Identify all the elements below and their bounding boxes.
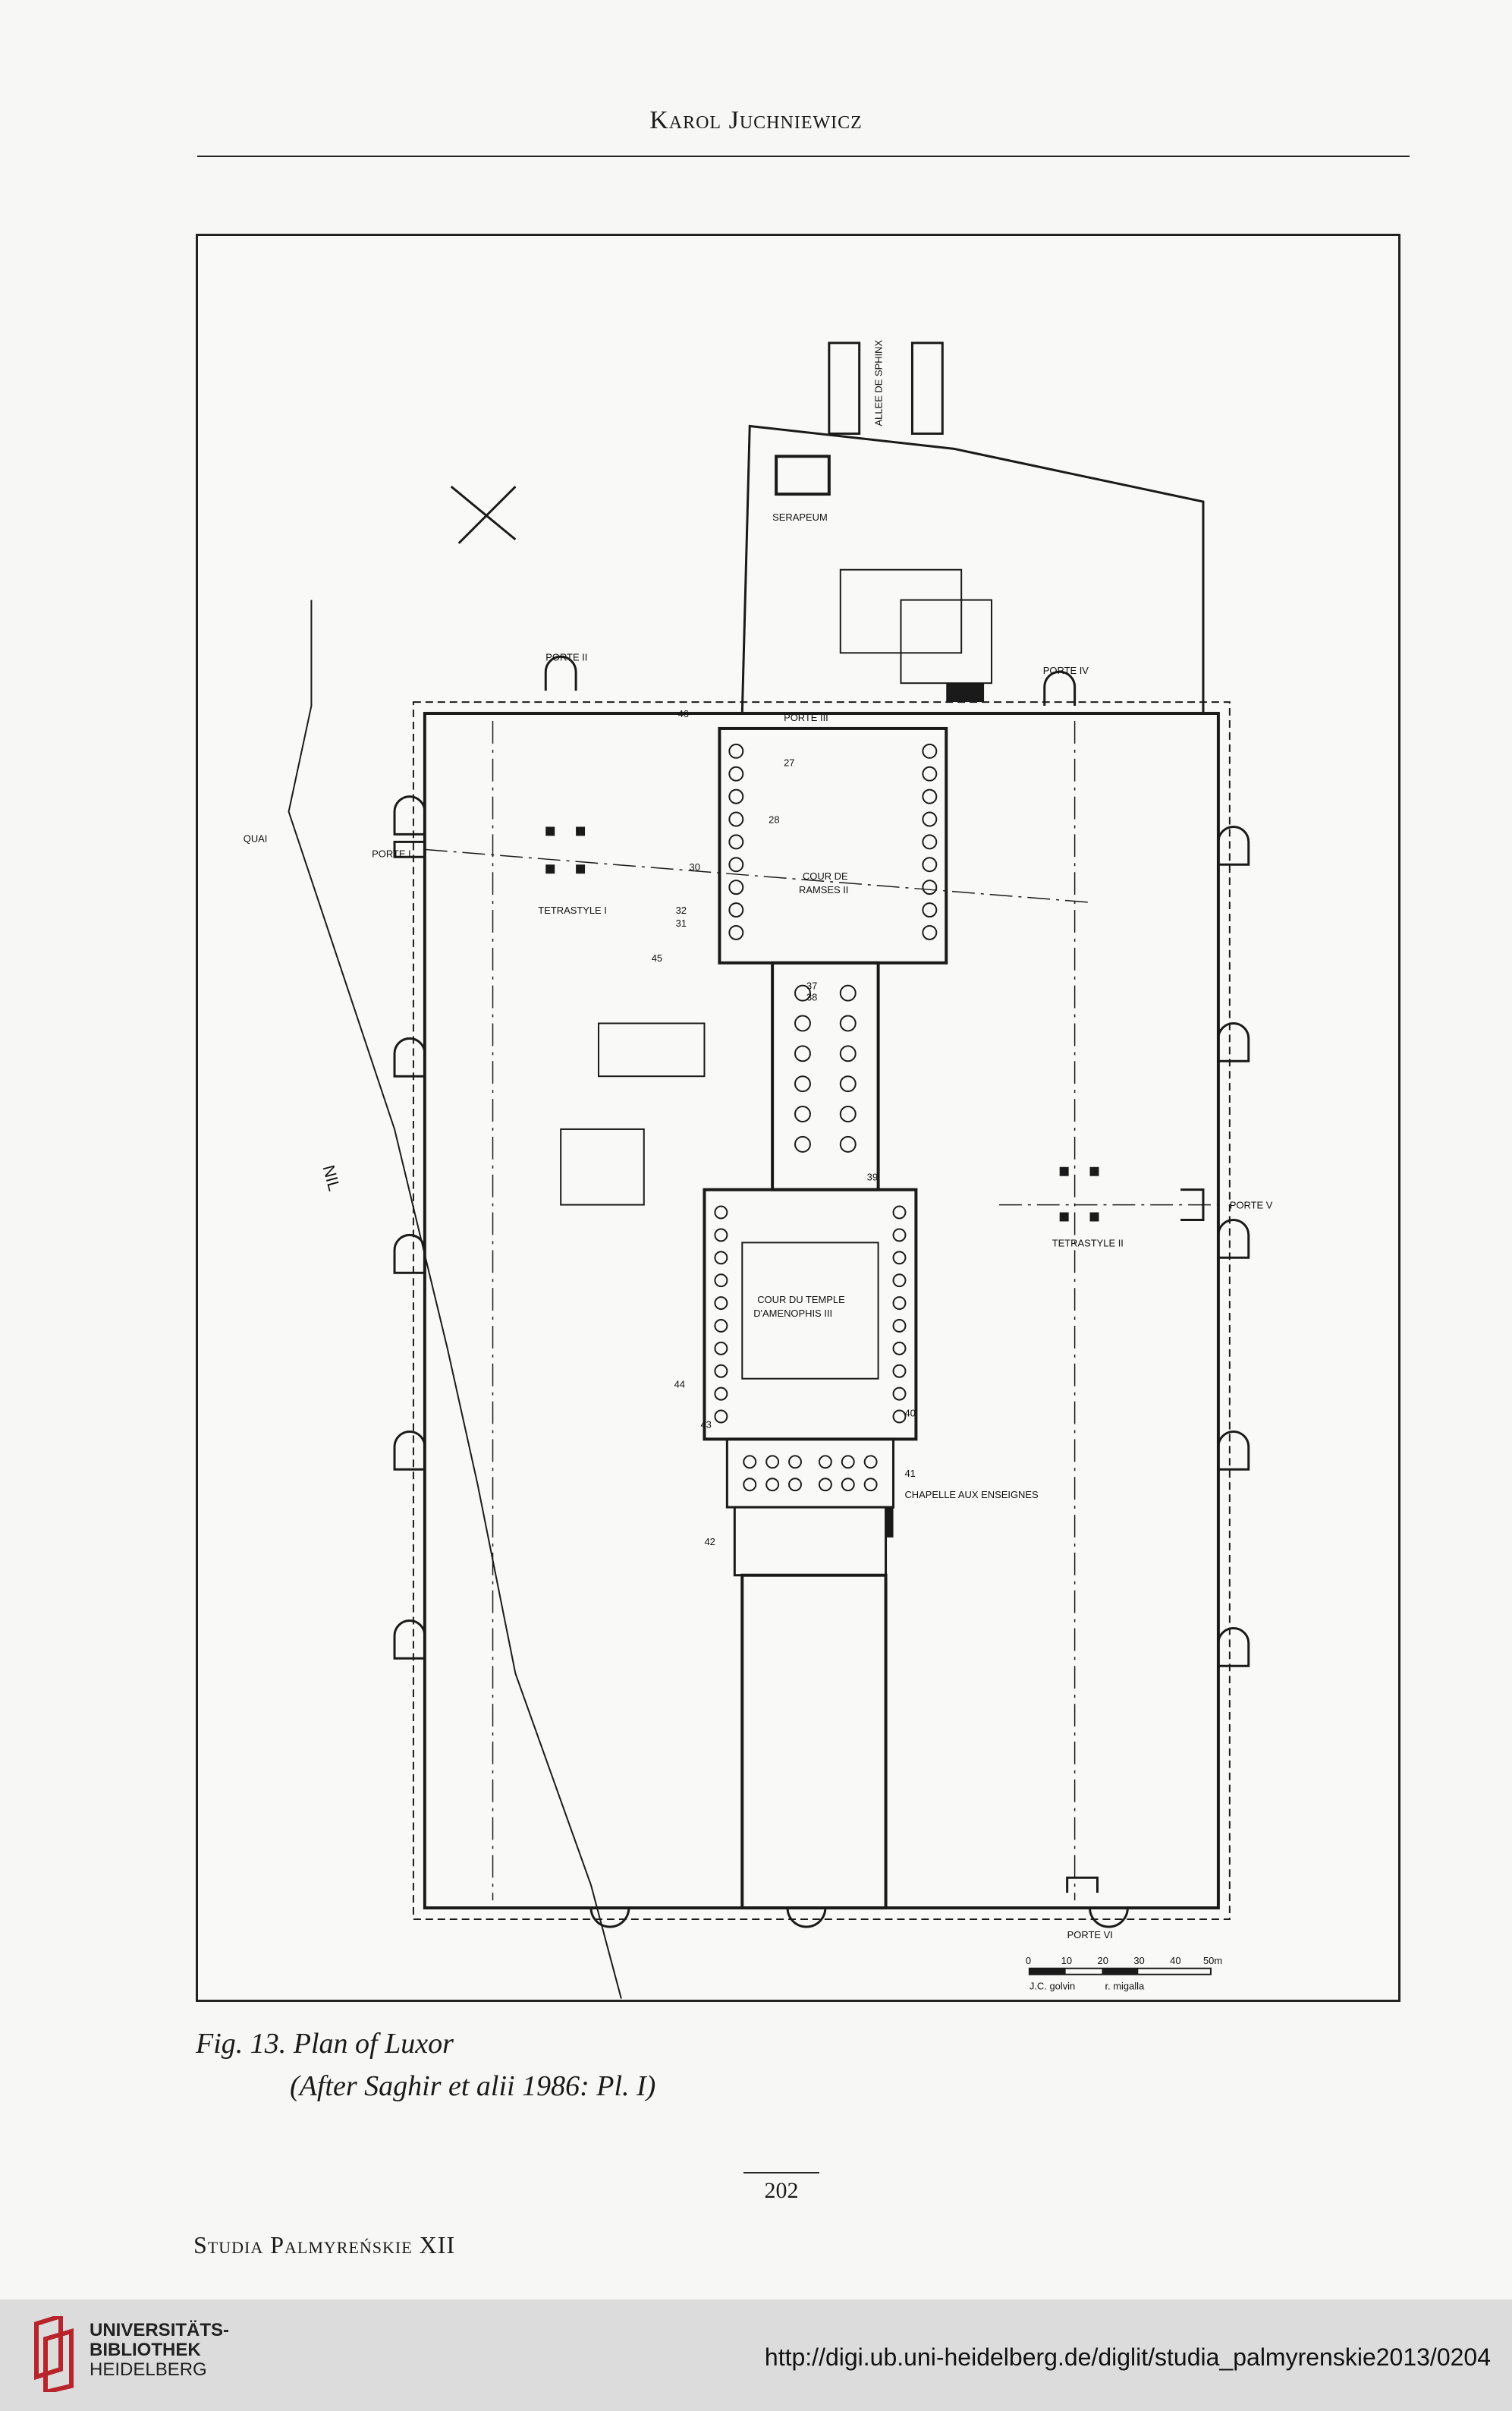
sphinx-avenue-west bbox=[828, 342, 861, 435]
label-tetrastyle-i: TETRASTYLE I bbox=[538, 905, 607, 916]
svg-text:31: 31 bbox=[676, 918, 687, 929]
running-head: Karol Juchniewicz bbox=[649, 106, 863, 134]
label-cour-de-ramses: COUR DE bbox=[803, 870, 848, 882]
label-porte-ii: PORTE II bbox=[545, 651, 587, 663]
nile-bank-line bbox=[288, 600, 622, 1999]
north-arrow-line-a bbox=[450, 486, 517, 541]
label-porte-i: PORTE I bbox=[372, 848, 411, 859]
svg-text:39: 39 bbox=[867, 1172, 878, 1183]
svg-text:r. migalla: r. migalla bbox=[1105, 1981, 1145, 1992]
label-cour-amenophis: COUR DU TEMPLE bbox=[757, 1294, 845, 1305]
porte-i-gate bbox=[393, 840, 425, 858]
label-quai: QUAI bbox=[244, 833, 268, 844]
svg-text:27: 27 bbox=[784, 757, 794, 769]
svg-text:0: 0 bbox=[1026, 1955, 1031, 1966]
label-amenophis-iii: D'AMENOPHIS III bbox=[753, 1308, 832, 1319]
svg-text:30: 30 bbox=[1133, 1955, 1144, 1966]
porte-vi-gate bbox=[1066, 1876, 1099, 1893]
northern-annex-wall bbox=[740, 424, 1205, 714]
svg-text:50m: 50m bbox=[1203, 1955, 1222, 1966]
label-chapelle-aux-enseignes: CHAPELLE AUX ENSEIGNES bbox=[904, 1489, 1039, 1500]
label-porte-iii: PORTE III bbox=[784, 712, 828, 723]
svg-text:40: 40 bbox=[904, 1408, 915, 1419]
plan-authors: J.C. golvin r. migalla bbox=[1029, 1981, 1145, 1992]
chapel-west bbox=[560, 1128, 645, 1206]
document-page: Karol Juchniewicz bbox=[193, 106, 1410, 2258]
library-name-line-1: UNIVERSITÄTS- bbox=[90, 2320, 230, 2340]
church-west bbox=[598, 1022, 706, 1078]
label-allee-de-sphinx: ALLEE DE SPHINX bbox=[873, 339, 885, 426]
figure-caption: Fig. 13. Plan of Luxor (After Saghir et … bbox=[196, 2022, 655, 2107]
label-porte-v: PORTE V bbox=[1230, 1200, 1273, 1211]
processional-colonnade bbox=[771, 961, 880, 1191]
amenophis-court-inner bbox=[741, 1242, 879, 1380]
svg-text:20: 20 bbox=[1098, 1955, 1108, 1966]
svg-text:41: 41 bbox=[904, 1468, 915, 1479]
figure-plan-of-luxor: ALLEE DE SPHINX SERAPEUM PORTE II PORTE … bbox=[196, 234, 1400, 2002]
sphinx-avenue-east bbox=[910, 342, 944, 435]
header-rule bbox=[197, 156, 1410, 157]
caption-source: (After Saghir et alii 1986: Pl. I) bbox=[290, 2070, 656, 2102]
journal-footer: Studia Palmyreńskie XII bbox=[193, 2231, 456, 2258]
svg-text:J.C. golvin: J.C. golvin bbox=[1029, 1981, 1075, 1992]
luxor-plan-drawing: ALLEE DE SPHINX SERAPEUM PORTE II PORTE … bbox=[244, 339, 1273, 1999]
svg-text:42: 42 bbox=[704, 1536, 715, 1547]
label-tetrastyle-ii: TETRASTYLE II bbox=[1052, 1237, 1124, 1248]
label-serapeum: SERAPEUM bbox=[772, 511, 828, 523]
visible-roman-remains-block bbox=[946, 683, 985, 703]
hypostyle-hall bbox=[725, 1437, 895, 1509]
svg-text:46: 46 bbox=[678, 708, 689, 719]
library-name-line-2: BIBLIOTHEK bbox=[90, 2340, 201, 2360]
svg-text:45: 45 bbox=[652, 952, 662, 964]
north-arrow-line-b bbox=[457, 486, 517, 544]
court-of-ramses-ii bbox=[718, 726, 948, 965]
svg-text:10: 10 bbox=[1061, 1955, 1072, 1966]
label-porte-iv: PORTE IV bbox=[1043, 665, 1089, 676]
svg-text:32: 32 bbox=[676, 905, 687, 916]
serapeum-building bbox=[775, 455, 831, 496]
chapel-of-the-standards bbox=[733, 1506, 888, 1577]
scale-bar: 0 10 20 30 40 50m bbox=[1026, 1955, 1222, 1975]
sanctuary-complex bbox=[740, 1573, 888, 1910]
source-url-link[interactable]: http://digi.ub.uni-heidelberg.de/diglit/… bbox=[764, 2343, 1491, 2371]
svg-text:40: 40 bbox=[1170, 1955, 1180, 1966]
porte-iv-towers bbox=[1043, 670, 1077, 707]
university-library-logo-icon[interactable] bbox=[30, 2316, 77, 2392]
library-bar bbox=[0, 2299, 1512, 2411]
label-nil: NIL bbox=[319, 1163, 344, 1193]
porte-i-axis bbox=[424, 848, 1090, 903]
page-number: 202 bbox=[764, 2178, 799, 2203]
svg-text:30: 30 bbox=[690, 861, 700, 873]
library-name-line-3: HEIDELBERG bbox=[90, 2359, 207, 2380]
label-ramses-ii: RAMSES II bbox=[799, 884, 848, 895]
caption-title: Fig. 13. Plan of Luxor bbox=[196, 2028, 454, 2060]
structure-numbers: 46 30 32 31 45 39 44 43 40 41 42 27 28 3… bbox=[652, 708, 916, 1547]
porte-v-gate bbox=[1180, 1188, 1205, 1221]
porte-ii-towers bbox=[544, 655, 577, 691]
page-number-rule bbox=[743, 2172, 819, 2173]
northern-basilica bbox=[900, 599, 993, 685]
svg-text:28: 28 bbox=[769, 814, 779, 825]
svg-text:44: 44 bbox=[674, 1379, 685, 1390]
svg-text:37: 37 bbox=[806, 980, 817, 992]
library-name[interactable]: UNIVERSITÄTS- BIBLIOTHEK HEIDELBERG bbox=[90, 2321, 229, 2380]
svg-text:38: 38 bbox=[806, 992, 817, 1003]
label-porte-vi: PORTE VI bbox=[1067, 1929, 1113, 1940]
svg-text:43: 43 bbox=[700, 1418, 711, 1430]
